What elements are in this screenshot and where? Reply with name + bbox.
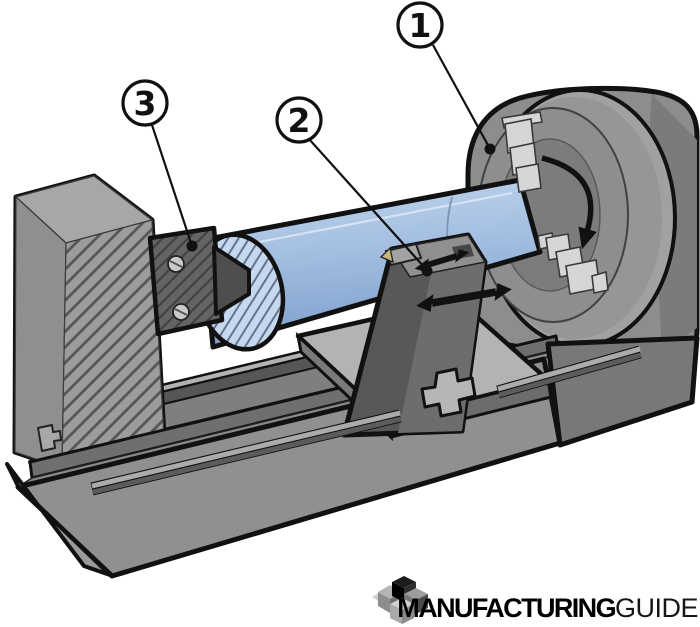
logo-text-light: GUIDE — [615, 593, 698, 623]
chuck-jaw-bottom — [537, 232, 609, 295]
callout-1-label: 1 — [409, 6, 432, 45]
bed-front-rail — [90, 345, 642, 496]
callout-2-dot — [421, 265, 433, 277]
rotation-arrow-icon — [541, 155, 597, 250]
tailstock-center-cone — [212, 245, 251, 316]
chuck-jaw-top — [501, 111, 543, 193]
tailstock-bracket — [147, 225, 225, 337]
callout-2-label: 2 — [288, 101, 311, 140]
callout-3-dot — [186, 240, 198, 252]
screw-slot-bottom — [174, 308, 188, 316]
callout-3-leader — [150, 124, 193, 244]
callout-1-leader — [432, 44, 490, 148]
callout-2: 2 — [275, 96, 433, 277]
callout-1-circle — [396, 1, 444, 49]
callout-3-circle — [121, 79, 169, 127]
callout-1-dot — [484, 143, 496, 155]
callout-2-leader — [308, 138, 426, 269]
tailstock — [12, 173, 167, 471]
logo-wordmark: MANUFACTURINGGUIDE — [397, 593, 698, 623]
callout-3: 3 — [121, 79, 198, 252]
toolpost-tslot-tongue — [420, 367, 477, 418]
callout-3-label: 3 — [134, 84, 157, 123]
bed-rail-end-notch — [37, 424, 62, 452]
feed-arrow-large-icon — [416, 283, 512, 312]
bed-left-end-face — [5, 462, 112, 577]
workpiece-highlight — [212, 191, 513, 253]
tailstock-front-face-hatched — [61, 219, 165, 469]
callout-1: 1 — [396, 1, 496, 155]
manufacturing-guide-logo: MANUFACTURINGGUIDE — [372, 576, 699, 624]
isometric-cubes-logo-icon — [372, 576, 428, 624]
callout-2-circle — [275, 96, 323, 144]
cutting-tool-tip — [379, 246, 394, 264]
logo-text-bold: MANUFACTURING — [397, 593, 615, 623]
screw-slot-top — [169, 260, 183, 268]
tailstock-center-assembly — [147, 225, 251, 337]
